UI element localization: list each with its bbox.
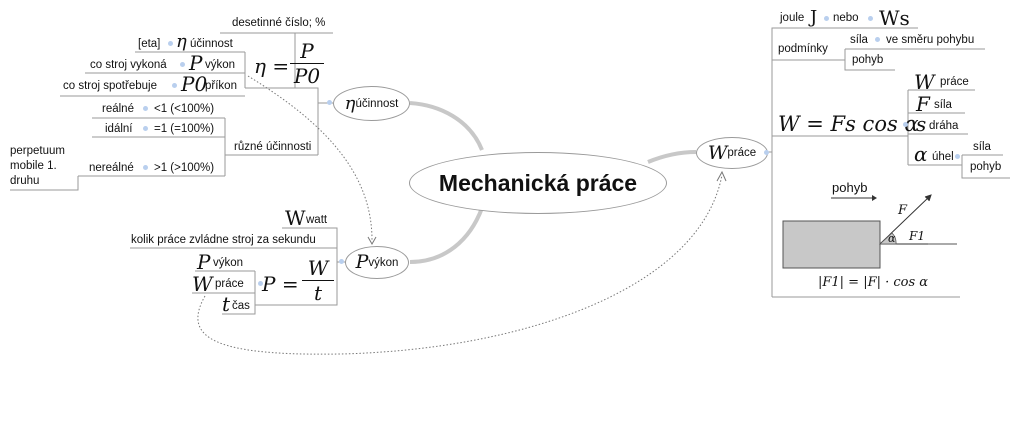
connector-dot (824, 16, 829, 21)
connector-dot (172, 83, 177, 88)
p-symbol-node: P (355, 251, 369, 273)
connector-dot (339, 259, 344, 264)
figure-formula: |F1| = |F| · cos α (818, 275, 929, 290)
pohyb-text: pohyb (852, 54, 884, 66)
perpetuum: perpetuum mobile 1. druhu (10, 145, 65, 187)
topic-ucinnost[interactable]: η účinnost (333, 86, 410, 121)
w-def-label: práce (940, 76, 969, 88)
connector-dot (875, 37, 880, 42)
p0-symbol: P0 (181, 72, 208, 96)
eta-note: [eta] (138, 38, 161, 50)
idalni: idální (105, 123, 133, 135)
prace-label: práce (727, 147, 757, 159)
eta-symbol: η (344, 92, 356, 114)
s-symbol-def: s (916, 112, 927, 136)
vykon-desc: kolik práce zvládne stroj za sekundu (131, 234, 316, 246)
connector-dot (764, 150, 769, 155)
connector-dot (903, 122, 908, 127)
connector-dot (868, 16, 873, 21)
connector-dot (258, 281, 263, 286)
ucinnost-equation-fraction: P P0 (290, 40, 324, 87)
idalni-value: =1 (=100%) (154, 123, 215, 135)
w-def-label: práce (215, 278, 244, 290)
s-def-label: dráha (929, 120, 959, 132)
realne: reálné (102, 103, 134, 115)
vykon-equation-lhs: P = (262, 272, 299, 296)
eq-numerator: W (307, 256, 329, 280)
prikon-label: příkon (205, 80, 237, 92)
topic-vykon[interactable]: P výkon (345, 246, 409, 279)
w-symbol-def: W (914, 70, 935, 94)
joule-symbol: J (810, 7, 818, 28)
alpha-sila: síla (973, 141, 991, 153)
eq-denominator: P0 (293, 64, 321, 88)
vykon-text: co stroj vykoná (90, 59, 167, 71)
w-symbol-def: W (192, 272, 213, 296)
p-symbol: P (189, 51, 203, 75)
podminky-text: podmínky (778, 43, 828, 55)
figure-force-label: F (898, 203, 908, 218)
nebo-text: nebo (833, 12, 859, 24)
t-symbol-def: t (222, 292, 231, 316)
ws-symbol: Ws (879, 6, 910, 30)
p-symbol-def: P (197, 250, 211, 274)
fraction-bar (290, 63, 324, 64)
central-topic-title: Mechanická práce (438, 169, 638, 196)
eta-symbol-small: η (176, 31, 187, 52)
fraction-bar (302, 280, 334, 281)
t-def-label: čas (232, 300, 250, 312)
watt-symbol: W (285, 206, 306, 230)
figure-motion-label: pohyb (832, 180, 868, 195)
connector-dot (180, 62, 185, 67)
figure-f1-label: F1 (909, 229, 925, 243)
connector-dot (168, 41, 173, 46)
connector-dot (143, 106, 148, 111)
central-topic[interactable]: Mechanická práce (409, 152, 667, 214)
topic-prace[interactable]: W práce (696, 137, 768, 169)
f-def-label: síla (934, 99, 952, 111)
w-symbol-node: W (707, 141, 728, 164)
vykon-equation-fraction: W t (302, 257, 334, 304)
ucinnost-desc: desetinné číslo; % (232, 17, 326, 29)
figure-alpha-label: α (888, 232, 896, 245)
alpha-pohyb: pohyb (970, 161, 1002, 173)
realne-value: <1 (<100%) (154, 103, 215, 115)
connector-dot (143, 126, 148, 131)
ucinnost-equation-lhs: η = (254, 54, 290, 78)
p-def-label: výkon (213, 257, 244, 269)
connector-dot (327, 100, 332, 105)
sila-text: síla (850, 34, 868, 46)
alpha-symbol-def: α (914, 142, 928, 166)
watt-label: watt (306, 214, 328, 226)
prikon-text: co stroj spotřebuje (63, 80, 157, 92)
nerealne: nereálné (89, 162, 134, 174)
connector-dot (143, 165, 148, 170)
ve-smeru-text: ve směru pohybu (886, 34, 975, 46)
nerealne-value: >1 (>100%) (154, 162, 215, 174)
joule-text: joule (780, 12, 805, 24)
ruzne-ucinnosti: různé účinnosti (234, 141, 312, 153)
ucinnost-label: účinnost (355, 97, 399, 110)
eq-denominator: t (313, 281, 323, 305)
vykon-label: výkon (368, 256, 399, 269)
work-equation: W = Fs cos α (778, 112, 919, 136)
p-label: výkon (205, 59, 236, 71)
eq-numerator: P (300, 39, 314, 63)
connector-dot (955, 154, 960, 159)
alpha-def-label: úhel (932, 151, 954, 163)
eta-label: účinnost (190, 38, 233, 50)
f-symbol-def: F (916, 92, 930, 116)
